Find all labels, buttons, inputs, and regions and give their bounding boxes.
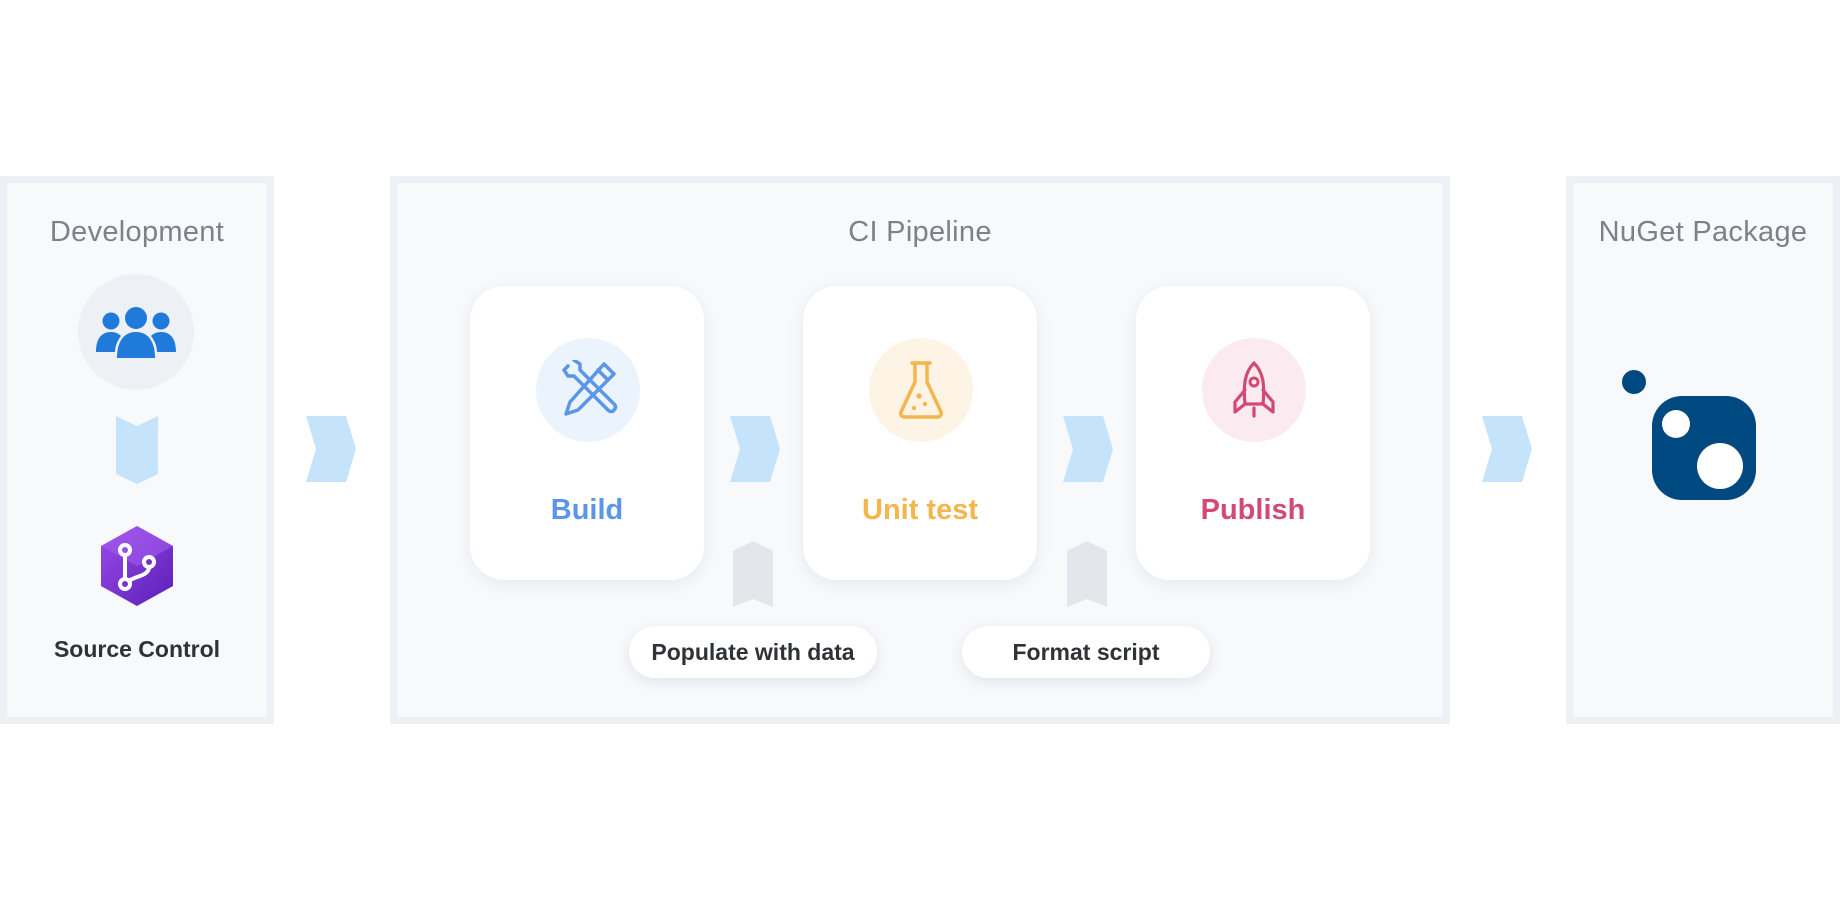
arrow-down-dev	[116, 416, 158, 484]
development-panel: Development	[0, 176, 274, 724]
ci-pipeline-title: CI Pipeline	[848, 216, 992, 248]
source-control-label: Source Control	[53, 636, 221, 662]
arrow-dev-to-ci	[306, 416, 356, 482]
development-title: Development	[49, 216, 225, 248]
users-icon	[96, 307, 176, 358]
source-control-icon	[101, 526, 173, 606]
unit-test-label: Unit test	[862, 494, 978, 526]
team-icon-circle	[78, 274, 194, 390]
unit-test-step-card: Unit test	[803, 286, 1037, 580]
publish-step-card: Publish	[1136, 286, 1370, 580]
arrow-build-to-test	[730, 416, 780, 482]
unit-test-icon-circle	[869, 338, 973, 442]
tool-connector-format	[1067, 541, 1107, 607]
build-icon-circle	[536, 338, 640, 442]
populate-with-data-pill: Populate with data	[629, 626, 877, 678]
flask-icon	[899, 361, 943, 419]
rocket-icon	[1233, 361, 1275, 418]
publish-label: Publish	[1200, 494, 1306, 526]
nuget-package-title: NuGet Package	[1598, 216, 1808, 248]
arrow-ci-to-nuget	[1482, 416, 1532, 482]
nuget-logo	[1622, 370, 1756, 500]
publish-icon-circle	[1202, 338, 1306, 442]
wrench-pencil-icon	[562, 360, 618, 416]
arrow-test-to-publish	[1063, 416, 1113, 482]
build-step-card: Build	[470, 286, 704, 580]
tool-connector-populate	[733, 541, 773, 607]
format-script-pill: Format script	[962, 626, 1210, 678]
build-label: Build	[550, 494, 624, 526]
